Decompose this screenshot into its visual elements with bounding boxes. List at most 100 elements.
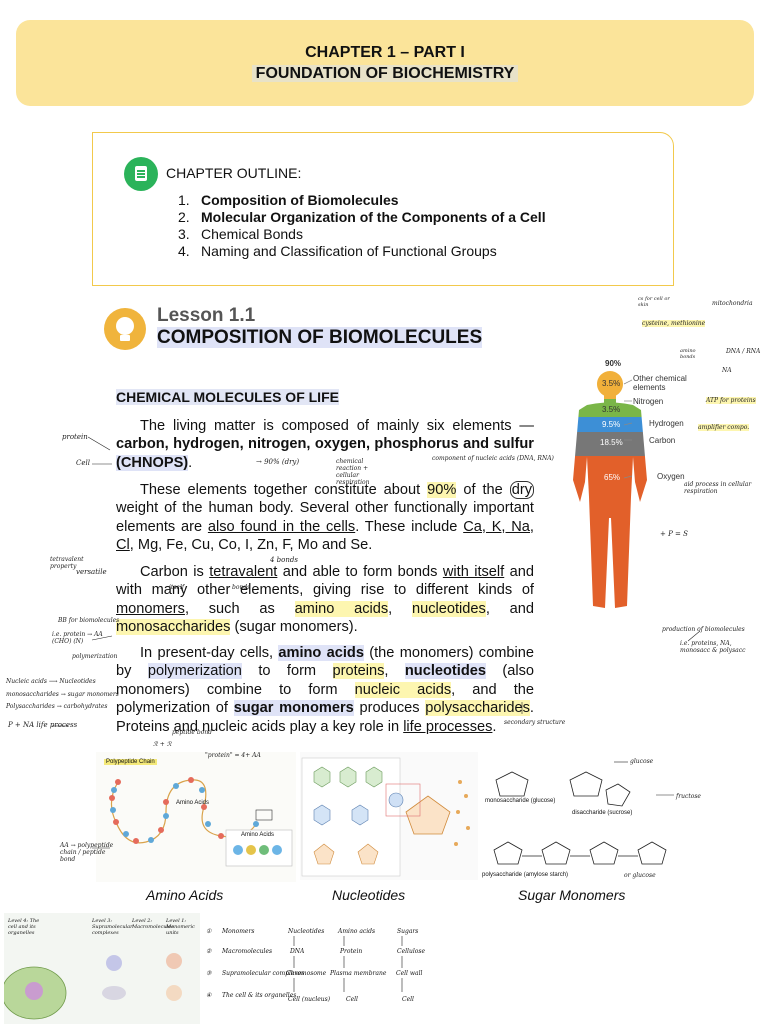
row-cell: Nucleotides (288, 928, 325, 935)
hierarchy-level: Level 2: Macromolecules (132, 918, 174, 930)
row-cell: Cellulose (397, 948, 426, 955)
sugar-figure (493, 771, 667, 865)
paragraph-composition: These elements together constitute about… (116, 481, 534, 554)
row-number: ② (206, 948, 212, 955)
note: Cell (76, 459, 90, 467)
body-leader-lines (623, 379, 633, 479)
segment-pct: 18.5% (600, 438, 623, 447)
cell-hierarchy-figure (4, 913, 200, 1024)
row-label: Monomers (222, 928, 255, 935)
body-top-pct: 90% (605, 359, 622, 368)
note: AA → polypeptide chain / peptide bond (60, 842, 114, 863)
lesson-label: Lesson 1.1 (157, 305, 256, 326)
row-cell: Protein (340, 948, 363, 955)
amino-acid-figure (96, 752, 296, 882)
di-label: disaccharide (sucrose) (572, 810, 633, 816)
note: i.e. protein → AA (CHO) (N) (52, 631, 103, 645)
note: P + NA life process (8, 721, 78, 729)
note: ℛ + ℛ (153, 741, 172, 748)
segment-pct: 3.5% (602, 379, 621, 388)
hierarchy-arrows (293, 936, 403, 992)
outline-item-label: Chemical Bonds (201, 226, 303, 242)
row-cell: DNA (290, 948, 305, 955)
note: glucose (630, 758, 654, 765)
note: chemical reaction + cellular respiration (336, 458, 370, 486)
segment-pct: 65% (604, 473, 621, 482)
row-cell: Cell wall (396, 970, 423, 977)
amino-caption: Amino Acids (146, 887, 224, 903)
note: amplifier compo. (698, 424, 750, 431)
row-cell: Plasma membrane (330, 970, 387, 977)
row-label: Macromolecules (222, 948, 273, 955)
note: NA (722, 367, 732, 374)
segment-carbon (573, 432, 647, 456)
note: amino bonds (680, 348, 696, 360)
nucleotide-caption: Nucleotides (332, 887, 406, 903)
note: peptide bond (172, 729, 213, 736)
note: bonds (232, 584, 251, 591)
row-cell: Cell (nucleus) (288, 996, 331, 1003)
note: + P = S (660, 530, 688, 538)
chapter-title: FOUNDATION OF BIOCHEMISTRY (251, 65, 519, 82)
note: Nucleic acids ⟶ Nucleotides (6, 678, 96, 685)
nucleotide-figure (300, 752, 478, 880)
poly-label: polysaccharide (amylose starch) (482, 872, 569, 878)
note: monosaccharides → sugar monomers (6, 691, 119, 698)
row-cell: Cell (402, 996, 414, 1003)
segment-hydrogen (573, 417, 647, 432)
amino-acids-label: Amino Acids (176, 800, 210, 806)
chapter-outline-box (92, 132, 674, 286)
note: BB for biomolecules (58, 617, 120, 624)
hierarchy-level: Level 3: Supramolecular complexes (92, 918, 133, 936)
note: component of nucleic acids (DNA, RNA) (432, 455, 554, 462)
section-heading: CHEMICAL MOLECULES OF LIFE (116, 389, 339, 405)
outline-item-label: Naming and Classification of Functional … (201, 243, 497, 259)
row-number: ① (206, 928, 212, 935)
note: 4 bonds (270, 556, 298, 564)
note: itself (169, 584, 185, 591)
note: "protein" = 4+ AA (205, 752, 261, 759)
outline-item-label: Composition of Biomolecules (201, 192, 399, 208)
segment-label: Nitrogen (633, 397, 664, 406)
lightbulb-icon (104, 308, 146, 350)
row-cell: Sugars (397, 928, 419, 935)
sugar-caption: Sugar Monomers (518, 887, 626, 903)
note: cs for cell or skin (638, 296, 670, 308)
outline-title: CHAPTER OUTLINE: (166, 165, 302, 181)
note: i.e. proteins, NA, monosacc & polysacc (680, 640, 746, 654)
note: secondary structure (504, 719, 566, 726)
row-label: The cell & its organelles (222, 992, 297, 999)
note: production of biomolecules (662, 626, 745, 633)
human-body-figure (573, 371, 647, 608)
row-label: Supramolecular complexes (222, 970, 305, 977)
note: versatile (76, 568, 107, 576)
row-cell: Amino acids (338, 928, 376, 935)
note: fructose (676, 793, 701, 800)
chapter-part-title: CHAPTER 1 – PART I (305, 44, 465, 61)
segment-label: Hydrogen (649, 419, 684, 428)
hierarchy-level: Level 1: Monomeric units (166, 918, 195, 936)
note: or glucose (624, 872, 656, 879)
row-number: ④ (206, 992, 212, 999)
paragraph-elements: The living matter is composed of mainly … (116, 418, 534, 471)
segment-label: Carbon (649, 436, 676, 445)
paragraph-polymerization: In present-day cells, amino acids (the m… (116, 645, 535, 735)
amino-acids-label: Amino Acids (241, 832, 275, 838)
segment-pct: 3.5% (602, 405, 621, 414)
chain-label: Polypeptide Chain (104, 759, 157, 765)
mono-label: monosaccharide (glucose) (485, 798, 556, 804)
hierarchy-level: Level 4: The cell and its organelles (8, 918, 40, 936)
note: DNA / RNA (726, 348, 761, 355)
note: cysteine, methionine (642, 320, 706, 327)
note: aid process in cellular respiration (684, 481, 752, 495)
row-number: ③ (206, 970, 212, 977)
note: Polysaccharides → carbohydrates (6, 703, 108, 710)
note: ATP for proteins (706, 397, 756, 404)
paragraph-carbon: Carbon is tetravalent and able to form b… (116, 564, 535, 636)
document-icon (124, 157, 158, 191)
row-cell: Cell (346, 996, 358, 1003)
segment-label: Other chemical elements (633, 374, 687, 392)
note: protein (62, 433, 88, 441)
chapter-banner: CHAPTER 1 – PART I FOUNDATION OF BIOCHEM… (16, 20, 754, 106)
